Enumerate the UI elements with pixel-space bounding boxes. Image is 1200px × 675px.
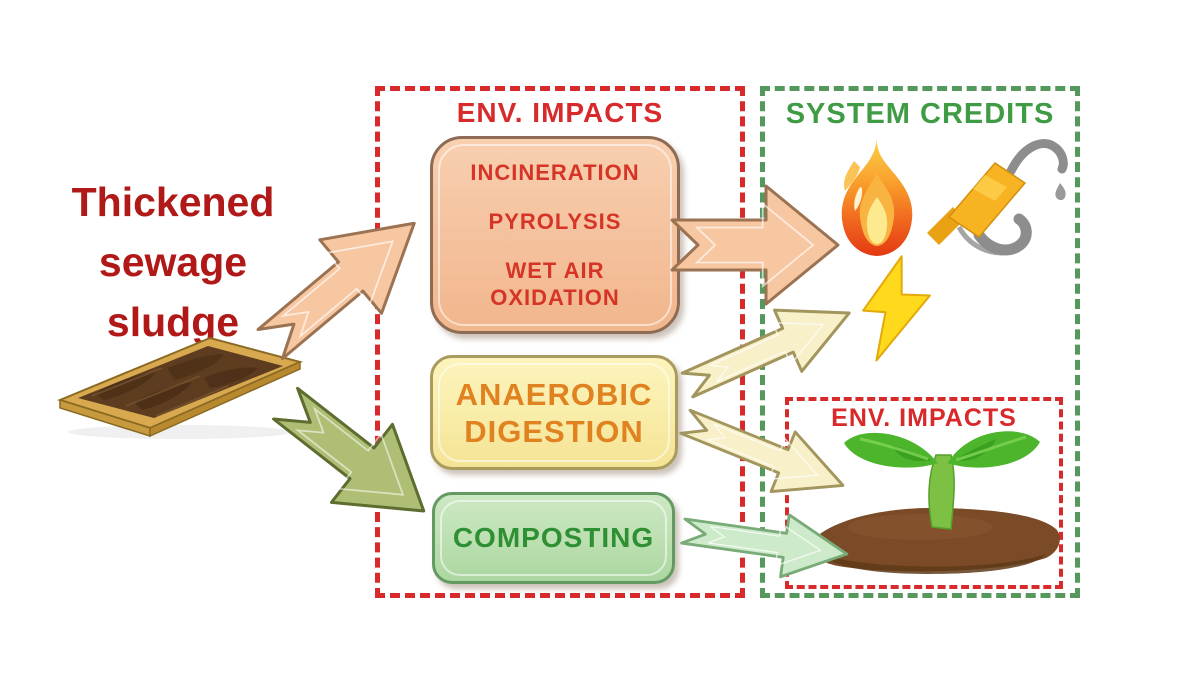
arrow-digestion-to-land	[679, 408, 845, 493]
anaerobic-digestion-label: ANAEROBIC DIGESTION	[455, 376, 653, 449]
flame-icon	[841, 137, 913, 256]
incineration-label: INCINERATION	[470, 160, 640, 185]
arrow-thermal-to-credits	[670, 184, 840, 306]
source-label: Thickened sewage sludge	[28, 172, 318, 352]
fuel-nozzle-icon	[927, 139, 1068, 256]
pyrolysis-label: PYROLYSIS	[488, 209, 622, 234]
thermal-processes-box: INCINERATION PYROLYSIS WET AIR OXIDATION	[430, 136, 680, 334]
thermal-items: INCINERATION PYROLYSIS WET AIR OXIDATION	[433, 139, 677, 331]
arrow-digestion-to-electricity	[680, 308, 851, 399]
sludge-tray-icon	[57, 336, 304, 439]
arrow-composting-to-land	[680, 513, 849, 579]
land-panel-title: ENV. IMPACTS	[831, 404, 1017, 432]
source-label-line2: sewage	[98, 239, 248, 285]
treatment-panel-title: ENV. IMPACTS	[456, 97, 664, 128]
source-label-line1: Thickened	[71, 179, 275, 225]
wet-air-oxidation-label: WET AIR OXIDATION	[490, 258, 620, 310]
composting-label: COMPOSTING	[452, 522, 655, 553]
source-label-line3: sludge	[106, 299, 240, 345]
anaerobic-digestion-box: ANAEROBIC DIGESTION	[430, 355, 678, 470]
arrow-sludge-to-composting	[272, 386, 426, 513]
arrow-sludge-to-thermal	[256, 221, 416, 361]
composting-box: COMPOSTING	[432, 492, 675, 584]
land-application-panel: ENV. IMPACTS	[785, 397, 1063, 589]
treatment-panel: ENV. IMPACTS INCINERATION PYROLYSIS WET …	[375, 86, 745, 598]
lightning-bolt-icon	[862, 255, 931, 362]
seedling-in-soil-icon	[810, 431, 1060, 574]
system-credits-title: SYSTEM CREDITS	[785, 98, 1055, 130]
